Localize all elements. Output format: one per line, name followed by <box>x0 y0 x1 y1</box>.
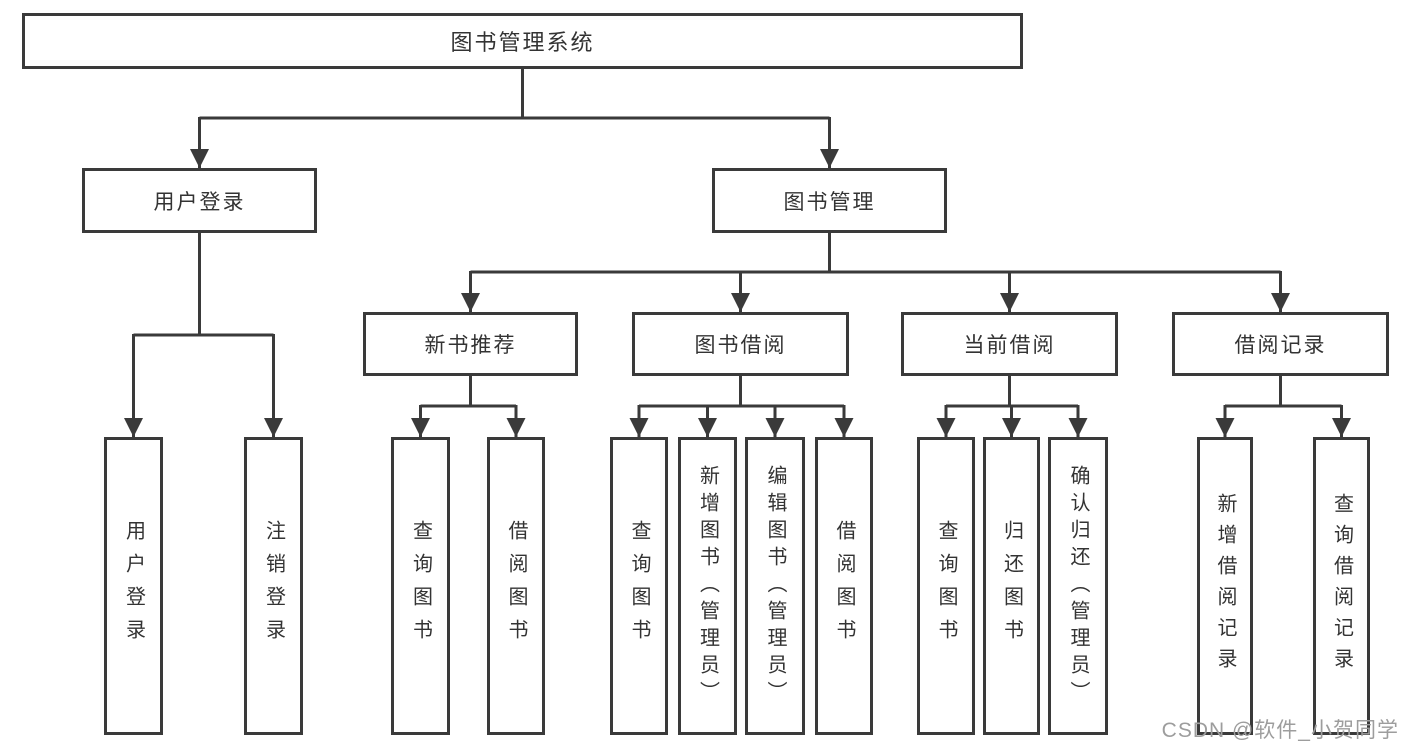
leaf-edit-books-admin: 编辑图书（管理员） <box>745 437 805 735</box>
leaf-query-borrow-record: 查询借阅记录 <box>1313 437 1370 735</box>
leaf-return-books: 归还图书 <box>983 437 1040 735</box>
node-current-borrow: 当前借阅 <box>901 312 1118 376</box>
leaf-add-borrow-record-label: 新增借阅记录 <box>1214 493 1236 679</box>
leaf-add-books-admin: 新增图书（管理员） <box>678 437 737 735</box>
leaf-borrow-books: 借阅图书 <box>815 437 873 735</box>
leaf-confirm-return-admin: 确认归还（管理员） <box>1048 437 1108 735</box>
leaf-logout: 注销登录 <box>244 437 303 735</box>
leaf-query-books-current: 查询图书 <box>917 437 975 735</box>
leaf-user-login: 用户登录 <box>104 437 163 735</box>
leaf-confirm-return-admin-label: 确认归还（管理员） <box>1067 464 1089 708</box>
leaf-query-books-recommend-label: 查询图书 <box>409 520 432 652</box>
node-library-system: 图书管理系统 <box>22 13 1023 69</box>
leaf-borrow-books-recommend: 借阅图书 <box>487 437 545 735</box>
node-new-book-recommend: 新书推荐 <box>363 312 578 376</box>
leaf-query-books-borrow-label: 查询图书 <box>628 520 650 652</box>
leaf-return-books-label: 归还图书 <box>1000 520 1023 652</box>
leaf-edit-books-admin-label: 编辑图书（管理员） <box>764 464 786 708</box>
leaf-add-borrow-record: 新增借阅记录 <box>1197 437 1253 735</box>
leaf-query-borrow-record-label: 查询借阅记录 <box>1330 493 1353 679</box>
leaf-query-books-current-label: 查询图书 <box>935 520 957 652</box>
node-book-management: 图书管理 <box>712 168 947 233</box>
watermark: CSDN @软件_小贺同学 <box>1161 719 1399 742</box>
node-user-login: 用户登录 <box>82 168 317 233</box>
leaf-borrow-books-recommend-label: 借阅图书 <box>505 520 527 652</box>
leaf-user-login-label: 用户登录 <box>122 520 145 652</box>
leaf-query-books-recommend: 查询图书 <box>391 437 450 735</box>
leaf-add-books-admin-label: 新增图书（管理员） <box>696 464 719 708</box>
leaf-logout-label: 注销登录 <box>262 520 285 652</box>
leaf-borrow-books-label: 借阅图书 <box>833 520 855 652</box>
leaf-query-books-borrow: 查询图书 <box>610 437 668 735</box>
node-borrow-records: 借阅记录 <box>1172 312 1389 376</box>
node-book-borrow: 图书借阅 <box>632 312 849 376</box>
